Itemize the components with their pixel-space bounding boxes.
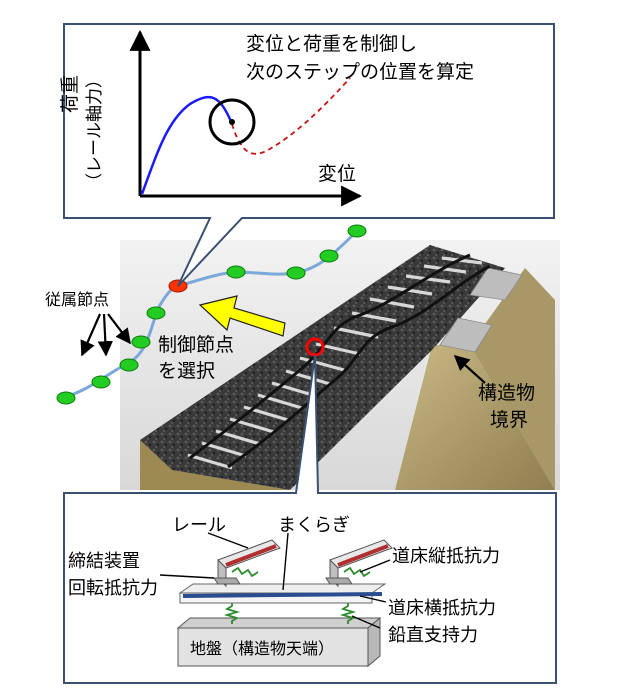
ground-label: 地盤（構造物天端） [190, 639, 334, 658]
rail-left [189, 253, 471, 460]
ballast-lat-label: 道床横抵抗力 [388, 598, 496, 619]
slave-node [319, 249, 339, 263]
control-node-label-line2: を選択 [158, 360, 215, 382]
slave-node [119, 358, 139, 372]
caption-line2: 次のステップの位置を算定 [246, 61, 474, 83]
slab-upper [469, 267, 523, 301]
boundary-arrow [453, 354, 486, 384]
slab-lower [439, 317, 493, 353]
current-step-circle [208, 98, 256, 146]
sleeper-beam [182, 592, 383, 598]
yellow-arrow [198, 295, 286, 337]
rail-right-section [325, 539, 393, 588]
fastener-spring-right [343, 566, 371, 578]
bottom-callout: 地盤（構造物天端） [63, 354, 557, 684]
rail-left-section [213, 539, 281, 588]
fastener-label-line2: 回転抵抗力 [68, 578, 158, 599]
leader-lines [159, 532, 391, 629]
y-axis-label-sub: （レール軸力） [85, 71, 105, 190]
rail-label: レール [172, 515, 226, 536]
current-step-dot [229, 119, 235, 125]
y-axis-label-main: 荷重 [59, 75, 81, 113]
top-callout-shape [63, 23, 555, 287]
top-callout: 変位と荷重を制御し 次のステップの位置を算定 変位 荷重 （レール軸力） [59, 23, 555, 287]
caption-line1: 変位と荷重を制御し [246, 33, 417, 55]
slave-node [146, 306, 166, 320]
boundary-label-line1: 構造物 [478, 382, 535, 404]
rail-right [227, 264, 491, 469]
fastener-spring-left [231, 566, 259, 578]
slave-node [226, 265, 246, 279]
control-node-label-line1: 制御節点 [158, 334, 234, 356]
structure-block [395, 345, 555, 490]
ballast-long-label: 道床縦抵抗力 [392, 546, 500, 567]
curve-dashed [231, 77, 351, 155]
slave-nodes-label: 従属節点 [45, 290, 109, 309]
slave-nodes [56, 224, 367, 405]
vertical-support-label: 鉛直支持力 [388, 625, 478, 646]
slave-node [131, 335, 151, 349]
slave-node-arrows [80, 313, 131, 357]
slave-node [91, 375, 111, 389]
embankment-front [140, 440, 290, 490]
vertical-spring-left [223, 602, 241, 624]
sleeper-front [179, 592, 373, 604]
fastener-label-line1: 締結装置 [68, 551, 140, 572]
track-scene [120, 240, 560, 490]
boundary-label-line2: 境界 [490, 409, 528, 431]
slave-node [56, 391, 76, 405]
vertical-spring-right [339, 602, 357, 624]
slave-node [347, 224, 367, 238]
sleeper-label: まくらぎ [278, 515, 350, 536]
x-axis-label: 変位 [318, 163, 356, 185]
slave-node [286, 266, 306, 280]
